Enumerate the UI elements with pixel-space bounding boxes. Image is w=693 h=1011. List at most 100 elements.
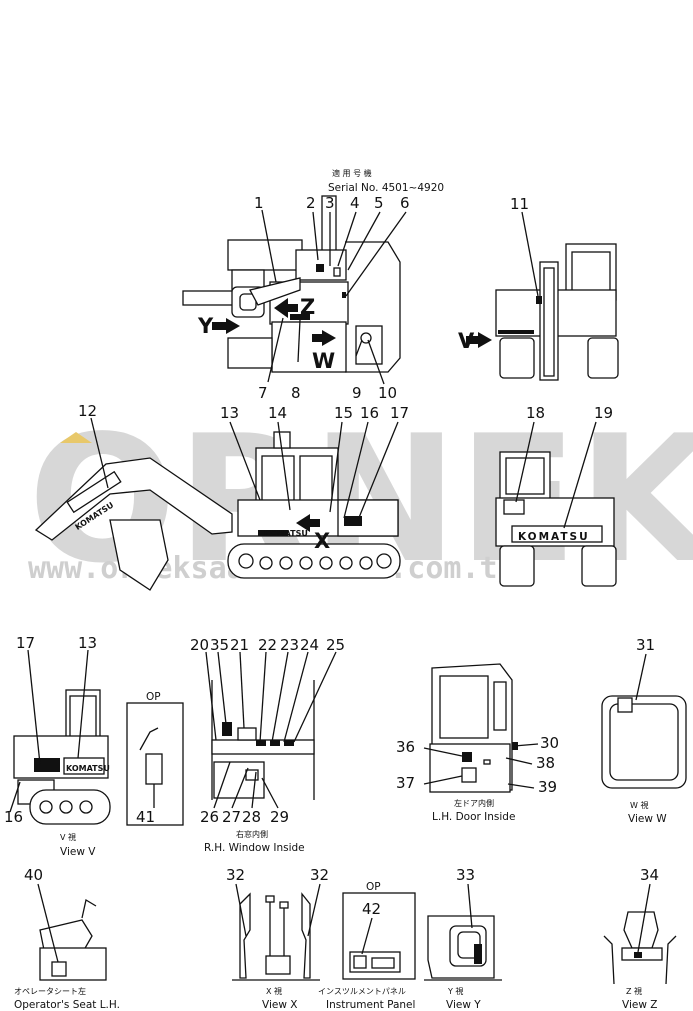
caption-operator-seat-jp: オペレータシート左	[14, 986, 86, 996]
callout-22: 22	[258, 636, 277, 654]
callout-18: 18	[526, 404, 545, 422]
callout-23: 23	[280, 636, 299, 654]
view-letter-y: Y	[197, 314, 214, 338]
side-brand: KOMATSU	[518, 531, 590, 543]
caption-view-v-jp: V 視	[60, 833, 76, 842]
arrow-x-icon	[296, 514, 320, 532]
side-view-drawing: KOMATSU	[34, 431, 401, 591]
callout-4: 4	[350, 194, 360, 212]
callout-33: 33	[456, 866, 475, 884]
callout-31: 31	[636, 636, 655, 654]
counterweight-brand: KOMATSU	[66, 764, 110, 773]
caption-rh-window-jp: 右窓内側	[236, 829, 268, 839]
op-box-42	[342, 892, 416, 980]
lh-door-drawing	[429, 663, 518, 793]
operator-seat-drawing	[39, 898, 107, 981]
callout-40: 40	[24, 866, 43, 884]
callout-10: 10	[378, 384, 397, 402]
view-z-drawing	[603, 911, 677, 985]
caption-view-w: View W	[628, 813, 667, 825]
view-letter-z: Z	[300, 295, 315, 319]
caption-view-x-jp: X 視	[266, 987, 282, 996]
callout-39: 39	[538, 778, 557, 796]
view-x-drawing	[232, 892, 320, 981]
view-v-drawing	[13, 689, 111, 825]
view-letter-w: W	[312, 349, 335, 373]
callout-30: 30	[540, 734, 559, 752]
op-box-41	[126, 702, 184, 826]
caption-view-x: View X	[262, 999, 297, 1011]
callout-5: 5	[374, 194, 384, 212]
caption-lh-door: L.H. Door Inside	[432, 811, 515, 823]
caption-view-z: View Z	[622, 999, 657, 1011]
callout-20: 20	[190, 636, 209, 654]
callout-25: 25	[326, 636, 345, 654]
caption-operator-seat: Operator's Seat L.H.	[14, 999, 120, 1011]
caption-view-v: View V	[60, 846, 96, 858]
callout-1: 1	[254, 194, 264, 212]
view-letter-x: X	[314, 529, 330, 553]
serial-jp: 適 用 号 機	[332, 168, 372, 178]
caption-rh-window: R.H. Window Inside	[204, 842, 305, 854]
top-view-drawing	[182, 239, 401, 373]
caption-view-w-jp: W 視	[630, 801, 648, 810]
callout-13b: 13	[78, 634, 97, 652]
callout-29: 29	[270, 808, 289, 826]
rear-view-drawing	[466, 243, 619, 381]
callout-32b: 32	[310, 866, 329, 884]
callout-21: 21	[230, 636, 249, 654]
callout-37: 37	[396, 774, 415, 792]
callout-17: 17	[390, 404, 409, 422]
caption-view-z-jp: Z 視	[626, 987, 642, 996]
view-y-drawing	[424, 915, 502, 981]
callout-42: 42	[362, 900, 381, 918]
arrow-w-icon	[312, 330, 336, 346]
callout-38: 38	[536, 754, 555, 772]
caption-instrument-panel: Instrument Panel	[326, 999, 415, 1011]
callout-8: 8	[291, 384, 301, 402]
arrow-v-icon	[466, 332, 492, 348]
callout-41: 41	[136, 808, 155, 826]
view-w-drawing	[601, 695, 687, 789]
callout-15: 15	[334, 404, 353, 422]
callout-13: 13	[220, 404, 239, 422]
leaders-top	[261, 209, 407, 385]
caption-lh-door-jp: 左ドア内側	[454, 798, 494, 808]
serial-number: Serial No. 4501~4920	[328, 182, 444, 194]
callout-2: 2	[306, 194, 316, 212]
arrow-z-icon	[274, 298, 298, 318]
callout-14: 14	[268, 404, 287, 422]
callout-12: 12	[78, 402, 97, 420]
callout-34: 34	[640, 866, 659, 884]
callout-27: 27	[222, 808, 241, 826]
op-label-2: OP	[366, 881, 381, 893]
rear-view-2-drawing	[495, 451, 617, 587]
callout-17b: 17	[16, 634, 35, 652]
callout-16: 16	[360, 404, 379, 422]
watermark-accent	[60, 432, 92, 443]
callout-6: 6	[400, 194, 410, 212]
callout-28: 28	[242, 808, 261, 826]
callout-35: 35	[210, 636, 229, 654]
callout-16b: 16	[4, 808, 23, 826]
cab-brand: KOMATSU	[264, 529, 308, 538]
callout-36: 36	[396, 738, 415, 756]
callout-11: 11	[510, 195, 529, 213]
caption-view-y: View Y	[446, 999, 481, 1011]
callout-9: 9	[352, 384, 362, 402]
arrow-y-icon	[212, 318, 240, 334]
leaders-rh-window	[205, 651, 337, 809]
callout-3: 3	[325, 194, 335, 212]
op-label-1: OP	[146, 691, 161, 703]
callout-7: 7	[258, 384, 268, 402]
leaders-side	[90, 417, 399, 521]
callout-32a: 32	[226, 866, 245, 884]
leaders-lh-door	[423, 743, 539, 789]
callout-19: 19	[594, 404, 613, 422]
caption-view-y-jp: Y 視	[447, 987, 463, 996]
caption-instrument-panel-jp: インスツルメントパネル	[318, 987, 406, 996]
callout-26: 26	[200, 808, 219, 826]
callout-24: 24	[300, 636, 319, 654]
view-letter-v: V	[458, 329, 475, 353]
